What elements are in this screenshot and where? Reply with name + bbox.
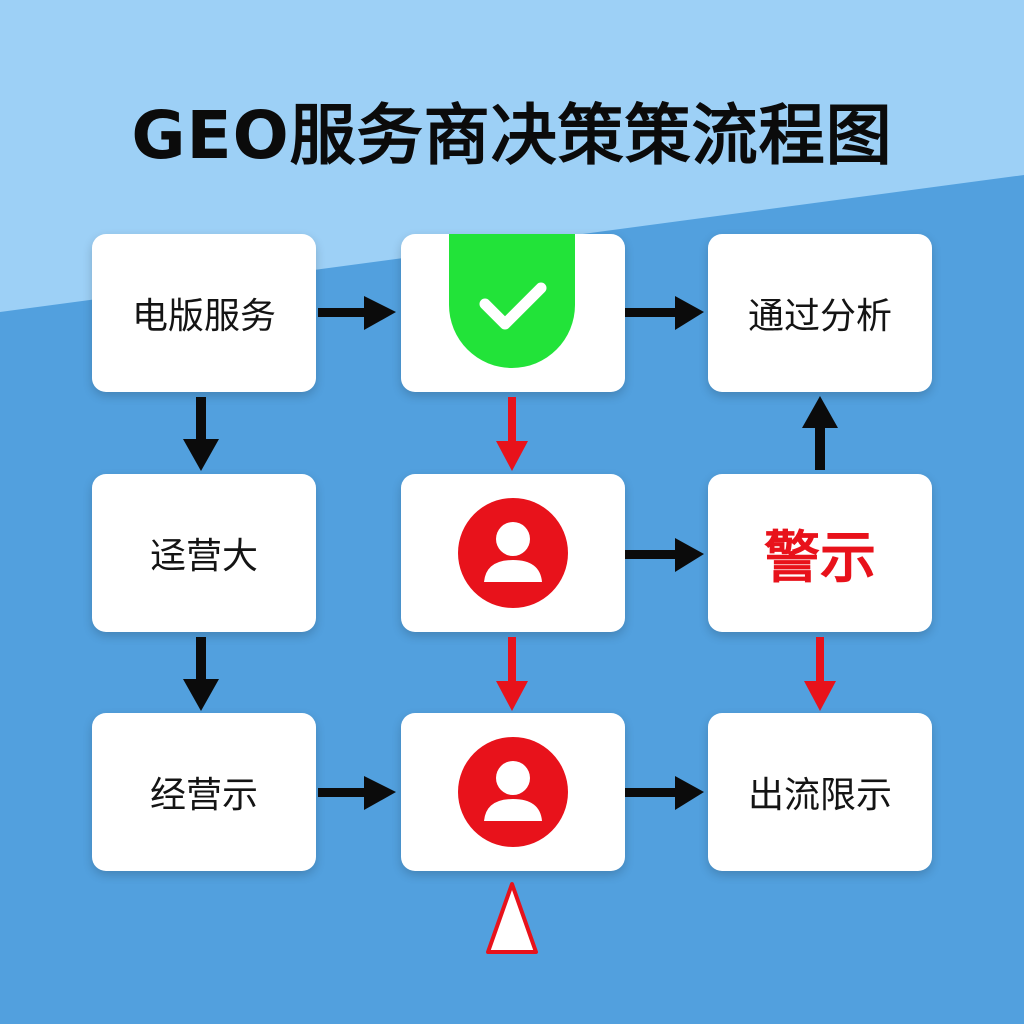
node-r1c3: 通过分析 [708, 234, 932, 392]
arrow-c2-down-2 [496, 637, 528, 711]
node-label: 通过分析 [747, 296, 892, 337]
warning-triangle-icon [486, 882, 538, 954]
arrow-c2-down-1 [496, 397, 528, 471]
person-icon [458, 498, 568, 608]
arrow-r3-left [318, 776, 396, 810]
node-label: 出流限示 [747, 775, 892, 816]
diagram-title: GEO服务商决策策流程图 [131, 97, 893, 174]
arrow-r1-right [625, 296, 704, 330]
node-label: 电版服务 [131, 296, 276, 337]
arrow-c3-down [804, 637, 836, 711]
node-label: 迳营大 [149, 536, 258, 577]
node-r1c2 [401, 234, 625, 392]
green-shield-shape [449, 234, 575, 368]
node-r2c3: 警示 [708, 474, 932, 632]
arrow-r1-left [318, 296, 396, 330]
node-r3c3: 出流限示 [708, 713, 932, 871]
node-r1c1: 电版服务 [92, 234, 316, 392]
arrow-r2-right [625, 538, 704, 572]
node-r3c2 [401, 713, 625, 871]
checkmark-icon [479, 282, 547, 330]
arrow-c1-down-2 [183, 637, 219, 711]
node-r3c1: 经营示 [92, 713, 316, 871]
node-r2c2 [401, 474, 625, 632]
node-r2c1: 迳营大 [92, 474, 316, 632]
node-label: 经营示 [149, 775, 258, 816]
arrow-c3-up [802, 396, 838, 470]
person-icon [458, 737, 568, 847]
arrow-c1-down-1 [183, 397, 219, 471]
warning-label: 警示 [764, 525, 876, 591]
arrow-r3-right [625, 776, 704, 810]
